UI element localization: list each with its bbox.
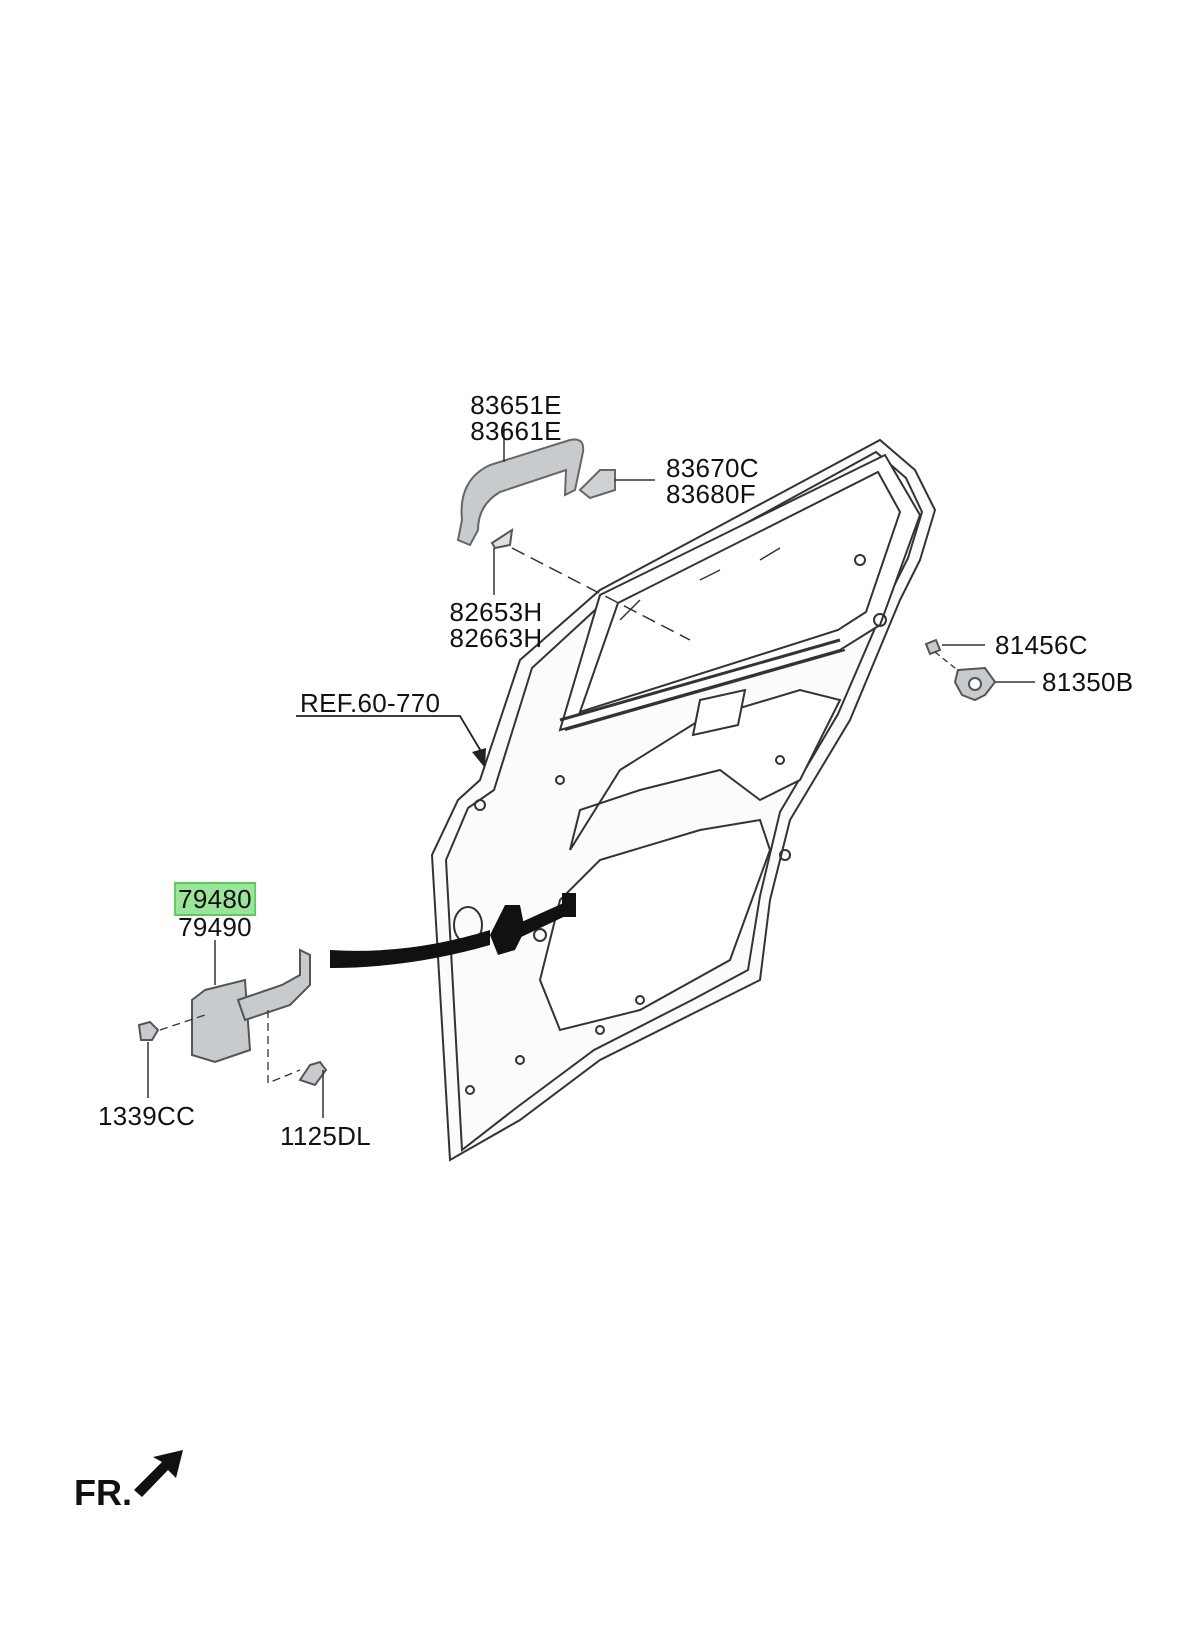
door-panel (430, 438, 937, 1162)
front-indicator-label: FR. (74, 1472, 132, 1513)
label-striker-screw[interactable]: 81456C (995, 630, 1088, 660)
checker-dashed-1 (159, 1014, 206, 1031)
outside-handle (456, 438, 585, 547)
front-arrow-icon (134, 1450, 183, 1497)
striker-dashed (934, 651, 961, 673)
bolt (298, 1060, 328, 1087)
label-handle-pad-2[interactable]: 82663H (449, 623, 543, 653)
label-door-checker-selected[interactable]: 79480 (174, 882, 256, 916)
label-outside-handle-2[interactable]: 83661E (470, 416, 562, 446)
label-striker[interactable]: 81350B (1042, 667, 1134, 697)
ref-arrowhead (472, 748, 486, 768)
striker-screw (924, 638, 942, 656)
ref-leader (296, 715, 486, 759)
label-bolt[interactable]: 1125DL (280, 1121, 371, 1151)
label-door-checker-alt[interactable]: 79490 (178, 912, 252, 942)
checker-dashed-2 (267, 1010, 301, 1084)
door-checker (191, 948, 311, 1064)
label-handle-cover-2[interactable]: 83680F (666, 479, 756, 509)
handle-cover (578, 469, 616, 500)
pad-dashed-line (511, 547, 691, 641)
door-checker-installed (490, 893, 576, 955)
striker (953, 666, 997, 702)
selected-part-highlight[interactable]: 79480 (174, 882, 256, 916)
label-outside-handle-1[interactable]: 83651E (470, 390, 562, 420)
label-ref-door-panel[interactable]: REF.60-770 (300, 688, 441, 718)
nut (137, 1020, 160, 1041)
handle-pad (490, 527, 514, 550)
label-handle-cover-1[interactable]: 83670C (666, 453, 759, 483)
label-handle-pad-1[interactable]: 82653H (449, 597, 543, 627)
label-nut[interactable]: 1339CC (98, 1101, 196, 1131)
callout-sweep-arrow (330, 930, 490, 968)
